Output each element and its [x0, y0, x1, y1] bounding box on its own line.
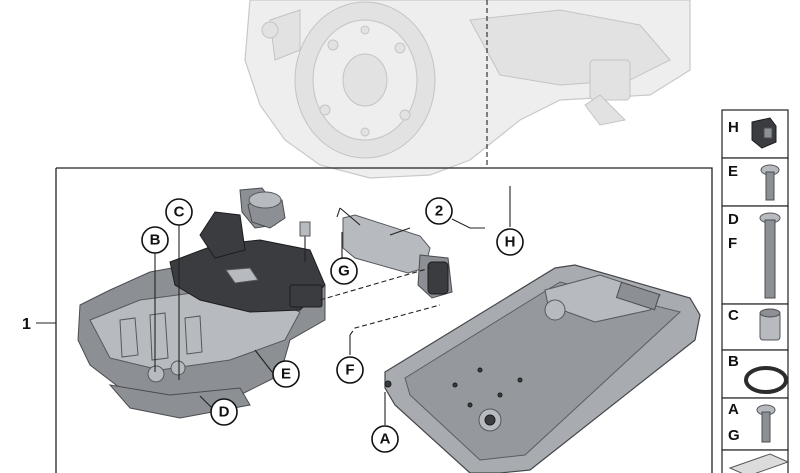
leader-E	[254, 349, 273, 373]
svg-text:E: E	[281, 366, 291, 383]
svg-text:A: A	[728, 401, 739, 418]
leader-D	[199, 395, 213, 409]
legend-row-E: E	[721, 157, 789, 207]
flat-part-icon	[728, 453, 790, 473]
callout-C: C	[165, 198, 193, 226]
legend-row-C: C	[721, 303, 789, 351]
callout-G: G	[330, 257, 358, 285]
callout-D: D	[210, 398, 238, 426]
tube-assembly-illustration	[336, 207, 453, 299]
dashed-leader-1	[319, 267, 431, 301]
parts-legend: H E D F C B A	[721, 109, 790, 473]
svg-text:B: B	[150, 232, 161, 249]
callout-E: E	[272, 360, 300, 388]
legend-row-B: B	[721, 349, 789, 399]
dashed-leader-F	[349, 304, 441, 336]
callout-2: 2	[425, 197, 453, 225]
svg-text:D: D	[219, 404, 230, 421]
assembly-frame	[55, 167, 713, 473]
svg-text:2: 2	[435, 203, 443, 220]
svg-text:H: H	[505, 234, 516, 251]
legend-row-partial	[721, 449, 790, 473]
svg-text:C: C	[728, 307, 739, 324]
svg-text:G: G	[728, 427, 740, 444]
svg-text:D: D	[728, 211, 739, 228]
svg-text:F: F	[728, 235, 737, 252]
svg-text:E: E	[728, 163, 738, 180]
filter-neck-illustration	[247, 191, 286, 229]
o-ring-icon	[744, 366, 788, 394]
callout-H: H	[496, 228, 524, 256]
legend-row-DF: D F	[721, 205, 789, 305]
svg-text:C: C	[174, 204, 185, 221]
valve-body-illustration	[77, 187, 326, 419]
callout-A: A	[371, 425, 399, 453]
leader-2	[451, 218, 485, 229]
svg-text:G: G	[338, 263, 350, 280]
legend-row-H: H	[721, 109, 789, 159]
callout-B: B	[141, 226, 169, 254]
callout-F: F	[336, 356, 364, 384]
oil-pan-illustration	[384, 264, 701, 473]
svg-text:A: A	[380, 431, 391, 448]
svg-text:B: B	[728, 353, 739, 370]
svg-text:F: F	[345, 362, 354, 379]
svg-text:H: H	[728, 119, 739, 136]
item-1-label: 1	[22, 316, 31, 333]
transmission-ghost-illustration	[244, 0, 691, 179]
legend-row-AG: A G	[721, 397, 789, 451]
